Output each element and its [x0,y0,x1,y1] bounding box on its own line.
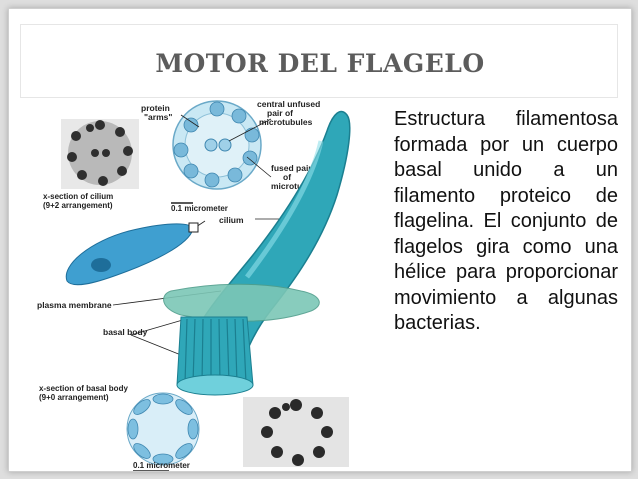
basal-cross-section-diagram [126,392,200,466]
label-basal-xsection-1: x-section of basal body [39,384,128,393]
label-central-pair-1: central unfused [257,99,320,109]
plasma-membrane-sheet [163,283,320,322]
label-scale-top: 0.1 micrometer [171,204,228,213]
label-cilium-xsection-2: (9+2 arrangement) [43,201,113,210]
label-cilium: cilium [219,215,244,225]
slide-title: MOTOR DEL FLAGELO [155,49,485,78]
label-fused-pair-2: of [283,172,291,182]
flagellum-diagram: protein "arms" central unfused pair of m… [37,99,351,471]
label-protein-arms-1: protein [141,103,170,113]
label-central-pair-3: microtubules [259,117,313,127]
label-protein-arms-2: "arms" [144,112,172,122]
cilium-micrograph [61,119,139,189]
description-text: Estructura filamentosa formada por un cu… [394,108,618,334]
cell-illustration [65,222,199,286]
label-fused-pair-1: fused pair [271,163,312,173]
label-plasma-membrane: plasma membrane [37,300,112,310]
label-cilium-xsection-1: x-section of cilium [43,192,113,201]
label-central-pair-2: pair of [267,108,293,118]
slide: MOTOR DEL FLAGELO prot [8,8,632,472]
title-frame [20,24,618,98]
label-basal-body: basal body [103,327,148,337]
basal-body [176,316,254,396]
label-fused-pair-3: microtubules [271,181,325,191]
label-scale-bottom: 0.1 micrometer [133,461,190,470]
basal-micrograph [243,397,349,467]
label-basal-xsection-2: (9+0 arrangement) [39,393,109,402]
cilium-cross-section-diagram [172,100,262,190]
